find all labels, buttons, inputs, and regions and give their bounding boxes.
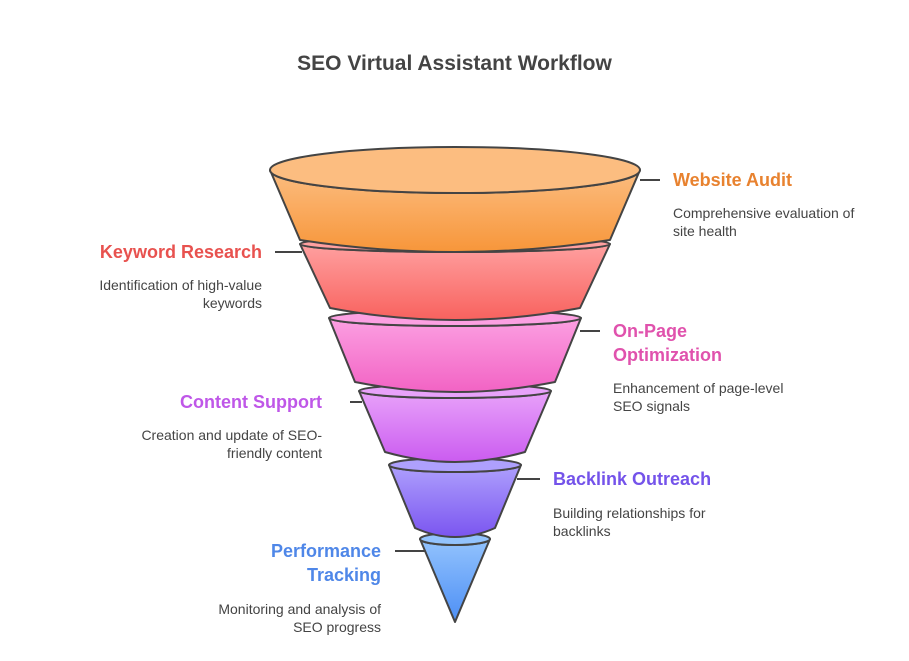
stage-desc-content-support: Creation and update of SEO-friendly cont… — [141, 427, 322, 461]
stage-label-performance-tracking: Performance Tracking — [270, 541, 381, 585]
funnel-segment-performance-tracking — [395, 532, 491, 623]
segment-body — [299, 243, 611, 321]
segment-body — [388, 464, 522, 538]
segment-body — [328, 317, 582, 393]
diagram-title: SEO Virtual Assistant Workflow — [297, 52, 612, 75]
stage-label-backlink-outreach: Backlink Outreach — [553, 469, 712, 489]
funnel-segment-website-audit — [269, 146, 660, 253]
segment-rim — [269, 146, 641, 194]
funnel-segment-on-page-optimization — [328, 309, 600, 393]
stage-desc-performance-tracking: Monitoring and analysis of SEO progress — [218, 601, 381, 635]
segment-body — [358, 390, 552, 463]
stage-label-keyword-research: Keyword Research — [99, 242, 262, 262]
stage-desc-website-audit: Comprehensive evaluation of site health — [673, 205, 855, 239]
funnel-segment-content-support — [350, 383, 552, 463]
stage-desc-backlink-outreach: Building relationships for backlinks — [553, 505, 706, 539]
stage-label-on-page-optimization: On-Page Optimization — [613, 321, 722, 365]
stage-label-content-support: Content Support — [180, 392, 322, 412]
stage-desc-on-page-optimization: Enhancement of page-level SEO signals — [613, 380, 784, 414]
segment-body — [419, 538, 491, 623]
stage-label-website-audit: Website Audit — [673, 170, 793, 190]
stage-desc-keyword-research: Identification of high-value keywords — [99, 277, 262, 311]
funnel-segment-backlink-outreach — [388, 457, 540, 538]
